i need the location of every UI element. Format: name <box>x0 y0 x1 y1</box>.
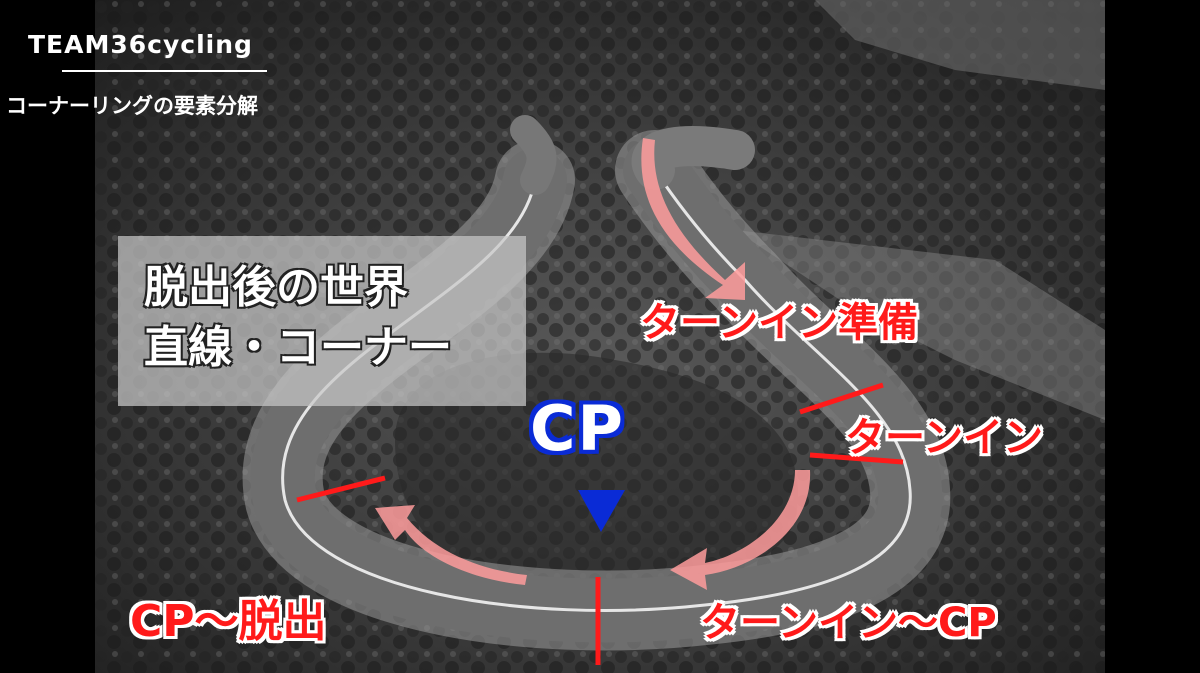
marker-entry-top <box>799 382 884 415</box>
label-turn-in-to-cp: ターンイン〜CP <box>700 600 997 646</box>
cp-pointer-icon <box>578 490 625 532</box>
label-turn-in-prep: ターンイン準備 <box>640 300 918 346</box>
brand-divider <box>62 70 267 72</box>
marker-exit <box>296 475 386 503</box>
label-turn-in: ターンイン <box>845 415 1043 461</box>
arrow-turn-in-prep <box>641 138 745 300</box>
info-box: 脱出後の世界 直線・コーナー <box>118 236 526 406</box>
inner-island <box>395 352 799 593</box>
arrow-exit <box>375 505 527 585</box>
rocky-slope <box>735 230 1105 420</box>
road-left-upper <box>510 115 557 195</box>
info-line-1: 脱出後の世界 <box>143 261 409 314</box>
page-subtitle: コーナーリングの要素分解 <box>6 94 258 118</box>
label-cp: CP <box>530 392 625 465</box>
marker-entry-bottom <box>809 452 904 465</box>
arrow-cp-approach <box>670 470 811 590</box>
label-cp-to-exit: CP〜脱出 <box>130 596 327 647</box>
info-line-2: 直線・コーナー <box>143 321 453 374</box>
brand-logo: TEAM36cycling <box>28 30 253 59</box>
cliff-face <box>815 0 1105 90</box>
